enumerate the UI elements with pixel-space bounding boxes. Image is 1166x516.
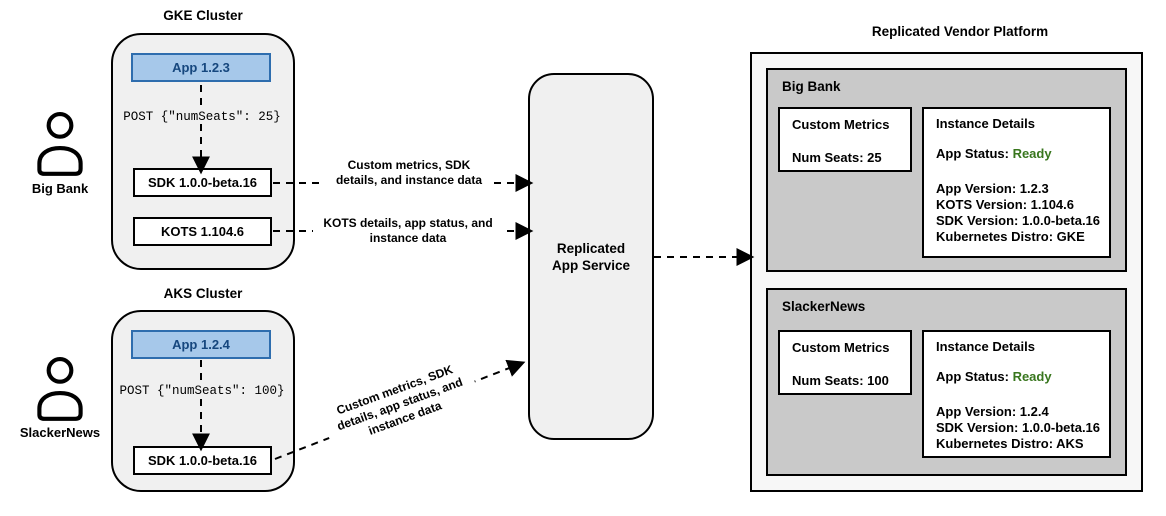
user-icon (37, 357, 83, 421)
aks-cluster-title: AKS Cluster (163, 286, 243, 301)
replicated-app-service-box: Replicated App Service (528, 73, 654, 440)
aks-post-label: POST {"numSeats": 100} (114, 384, 290, 398)
gke-app-box: App 1.2.3 (131, 53, 271, 82)
app-status-line: App Status: Ready (936, 369, 1052, 384)
tenant-name: SlackerNews (782, 299, 866, 314)
actor-label-slackernews: SlackerNews (19, 425, 101, 440)
custom-metrics-box: Custom Metrics Num Seats: 100 (778, 330, 912, 395)
replicated-app-service-label: Replicated App Service (551, 240, 631, 273)
detail-line: App Version: 1.2.4 (936, 404, 1049, 419)
user-icon (37, 112, 83, 176)
app-status-value: Ready (1012, 369, 1052, 384)
custom-metrics-value: Num Seats: 100 (792, 373, 889, 388)
detail-line: SDK Version: 1.0.0-beta.16 (936, 213, 1101, 228)
detail-line: SDK Version: 1.0.0-beta.16 (936, 420, 1101, 435)
instance-details-title: Instance Details (936, 116, 1035, 131)
custom-metrics-title: Custom Metrics (792, 117, 890, 132)
gke-cluster-title: GKE Cluster (163, 8, 243, 23)
aks-app-box: App 1.2.4 (131, 330, 271, 359)
edge-label-gke-kots: KOTS details, app status, and instance d… (313, 216, 503, 246)
detail-line: Kubernetes Distro: GKE (936, 229, 1085, 244)
app-status-label: App Status: (936, 369, 1013, 384)
actor-label-big-bank: Big Bank (31, 181, 89, 196)
custom-metrics-box: Custom Metrics Num Seats: 25 (778, 107, 912, 172)
gke-sdk-box: SDK 1.0.0-beta.16 (133, 168, 272, 197)
instance-details-title: Instance Details (936, 339, 1035, 354)
edge-label-aks-sdk: Custom metrics, SDK details, app status,… (319, 356, 481, 453)
detail-line: App Version: 1.2.3 (936, 181, 1049, 196)
app-status-label: App Status: (936, 146, 1013, 161)
tenant-name: Big Bank (782, 79, 841, 94)
instance-details-box: Instance Details App Status: Ready App V… (922, 107, 1111, 258)
gke-post-label: POST {"numSeats": 25} (120, 110, 284, 124)
custom-metrics-title: Custom Metrics (792, 340, 890, 355)
app-status-value: Ready (1012, 146, 1052, 161)
instance-details-box: Instance Details App Status: Ready App V… (922, 330, 1111, 458)
detail-line: Kubernetes Distro: AKS (936, 436, 1084, 451)
custom-metrics-value: Num Seats: 25 (792, 150, 882, 165)
gke-kots-box: KOTS 1.104.6 (133, 217, 272, 246)
detail-line: KOTS Version: 1.104.6 (936, 197, 1075, 212)
vendor-platform-title: Replicated Vendor Platform (871, 24, 1049, 39)
aks-sdk-box: SDK 1.0.0-beta.16 (133, 446, 272, 475)
app-status-line: App Status: Ready (936, 146, 1052, 161)
edge-label-gke-sdk: Custom metrics, SDK details, and instanc… (325, 158, 493, 188)
